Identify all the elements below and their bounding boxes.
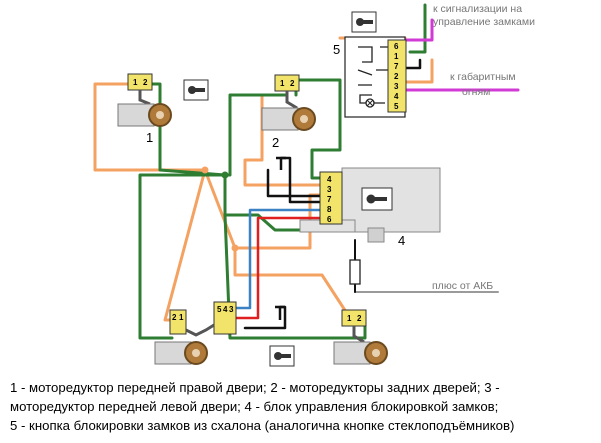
pin-label: 2 [290, 79, 295, 88]
caption-line-3: 5 - кнопка блокировки замков из схалона … [10, 418, 515, 433]
unit-connector [319, 171, 343, 225]
pin-label: 6 [327, 215, 332, 224]
pin-label: 1 [179, 313, 184, 322]
pin-label: 2 [357, 314, 362, 323]
motor-gear-center [300, 115, 308, 123]
lock-icon-shaft [374, 197, 387, 201]
lamp-x [366, 99, 374, 107]
pin-label: 1 [394, 52, 399, 61]
pin-label: 4 [327, 175, 332, 184]
pin-label: 5 [217, 305, 222, 314]
pin-label: 3 [327, 185, 332, 194]
motor-1: 1 2 1 [117, 73, 172, 145]
component-number: 3 [176, 368, 183, 370]
signal-note-line2: управление замками [433, 16, 535, 28]
signal-note-line1: к сигнализации на [433, 3, 522, 15]
connector-2-top [274, 74, 300, 92]
parking-note-line1: к габаритным [450, 71, 516, 83]
component-number: 2 [346, 368, 353, 370]
pin-label: 2 [143, 78, 148, 87]
parking-note-line2: огням [462, 86, 490, 98]
wire-orange-4 [233, 246, 352, 320]
wire-orange-1 [93, 82, 324, 250]
pin-label: 2 [172, 313, 177, 322]
pin-label: 6 [394, 42, 399, 51]
lock-icon [351, 11, 377, 33]
motor-cable [138, 90, 151, 106]
wire-green-3 [223, 213, 367, 340]
wire-green-5 [408, 3, 427, 54]
component-number: 4 [398, 233, 405, 248]
lock-icon [183, 79, 209, 101]
component-number: 5 [333, 42, 340, 57]
motor-gear-center [156, 111, 164, 119]
wire-red [230, 216, 324, 320]
motor-2-top: 1 2 2 [261, 74, 316, 150]
wire-green-2 [138, 93, 287, 340]
connector-1 [127, 73, 153, 91]
component-number: 2 [272, 135, 279, 150]
wire-purple-2 [403, 18, 434, 42]
control-unit-4: 4 3 7 8 6 4 [299, 167, 441, 248]
pin-label: 1 [133, 78, 138, 87]
wire-black-2 [266, 168, 324, 198]
motor-cable [285, 91, 298, 110]
unit-mount [367, 227, 385, 243]
lock-icon-keyhead [366, 194, 376, 204]
motor-3: 2 1 5 4 3 3 [154, 301, 237, 370]
motor-2-bottom: 1 2 2 [333, 309, 388, 370]
pin-label: 3 [394, 82, 399, 91]
component-number: 1 [146, 130, 153, 145]
junction-dot [221, 171, 229, 179]
ground-stub [275, 305, 285, 320]
switch-5: 6 1 7 2 3 4 5 5 [333, 36, 407, 118]
wire-orange-2 [163, 168, 207, 322]
motor-gear-center [372, 349, 380, 357]
ground-stub [276, 156, 286, 170]
pin-label: 3 [229, 305, 234, 314]
wire-black-4 [403, 58, 422, 70]
pin-label: 7 [327, 195, 332, 204]
pin-label: 5 [394, 102, 399, 111]
motor-cable [185, 323, 215, 337]
switch-connector [387, 39, 407, 113]
pin-label: 2 [394, 72, 399, 81]
motor-cable [352, 326, 365, 344]
pin-label: 1 [280, 79, 285, 88]
pin-label: 4 [394, 92, 399, 101]
caption-line-2: моторедуктор передней левой двери; 4 - б… [10, 399, 499, 414]
pin-label: 1 [347, 314, 352, 323]
pin-label: 7 [394, 62, 399, 71]
caption-line-1: 1 - моторедуктор передней правой двери; … [10, 380, 500, 395]
wiring-diagram: 1 2 1 1 2 2 6 1 7 2 3 4 [93, 3, 535, 370]
caption: 1 - моторедуктор передней правой двери; … [10, 378, 595, 435]
junction-dot [231, 244, 239, 252]
connector-3-switch [213, 301, 237, 335]
pin-label: 8 [327, 205, 332, 214]
motor-gear-center [192, 349, 200, 357]
wire-blue [230, 208, 324, 310]
junction-dot [201, 166, 209, 174]
pin-label: 4 [223, 305, 228, 314]
connector-3-motor [169, 309, 187, 335]
lock-icon [269, 345, 295, 367]
connector-2-bottom [341, 309, 367, 327]
battery-note: плюс от АКБ [432, 280, 493, 292]
fuse [349, 259, 361, 285]
